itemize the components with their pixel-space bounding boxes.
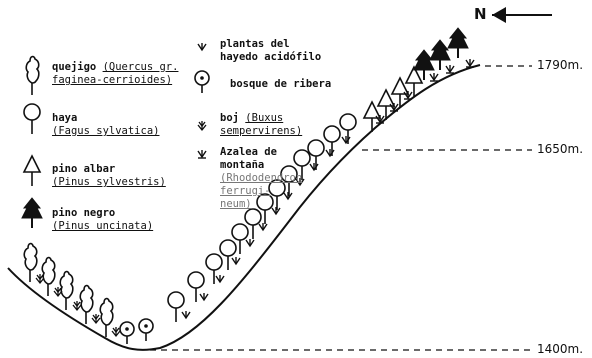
legend-azalea-icon [197, 149, 207, 159]
legend-ribera: bosque de ribera [230, 78, 331, 91]
hayedo-plant [231, 256, 241, 265]
altitude-label-1790: 1790m. [537, 58, 584, 72]
altitude-label-1400: 1400m. [537, 342, 584, 356]
legend-azalea-line-2: montaña [220, 159, 265, 171]
quejigo-tree [59, 270, 74, 311]
legend-haya: haya (Fagus sylvatica) [52, 112, 159, 138]
legend-boj-latin-2: sempervirens) [220, 125, 303, 137]
haya-tree [219, 239, 237, 271]
legend-pino-albar-icon [23, 155, 41, 187]
azalea-plants-upper [429, 58, 475, 82]
azalea-plant [403, 90, 413, 100]
legend-boj-latin-1: (Buxus [245, 112, 284, 124]
legend-boj: boj (Buxus sempervirens) [220, 112, 302, 138]
legend-pino-negro: pino negro (Pinus uncinata) [52, 207, 153, 233]
boj-shrub [91, 313, 101, 324]
quejigo-trees [23, 242, 114, 338]
ribera-tree [138, 318, 154, 342]
ribera-trees [119, 318, 154, 345]
legend-pino-negro-latin: (Pinus uncinata) [52, 220, 154, 232]
legend-haya-icon [23, 103, 41, 135]
altitude-label-1650: 1650m. [537, 142, 584, 156]
legend-azalea-latin-2: ferrugi- [220, 185, 271, 197]
legend-quejigo-latin-1: (Quercus gr. [102, 61, 179, 73]
legend-azalea-latin-3: neum) [220, 198, 252, 210]
legend-ribera-icon [194, 70, 210, 94]
legend-azalea-latin-1: (Rhododendron [220, 172, 303, 184]
legend-azalea: Azalea de montaña (Rhododendron ferrugi-… [220, 146, 302, 211]
north-label: N [474, 5, 487, 23]
legend-boj-icon [197, 120, 207, 131]
quejigo-tree [23, 242, 38, 283]
boj-shrub [35, 273, 45, 284]
ribera-tree [119, 321, 135, 345]
haya-tree [167, 291, 185, 323]
pino-albar-trees [363, 66, 423, 133]
legend-hayedo-line-1: plantas del [220, 38, 290, 50]
boj-shrub [111, 326, 121, 337]
azalea-plant [445, 64, 455, 74]
legend-pino-albar-name: pino albar [52, 163, 116, 175]
pino-negro-tree [447, 27, 469, 59]
legend-pino-negro-name: pino negro [52, 207, 116, 219]
hayedo-plant [258, 222, 268, 231]
hayedo-plant [181, 310, 191, 319]
azalea-plant [429, 72, 439, 82]
legend-pino-negro-icon [21, 197, 43, 229]
quejigo-tree [41, 256, 56, 297]
legend-ribera-label: bosque de ribera [230, 78, 332, 90]
quejigo-tree [79, 284, 94, 325]
legend-hayedo-line-2: hayedo acidófilo [220, 51, 322, 63]
legend-quejigo-name: quejigo [52, 61, 97, 73]
azalea-plant [465, 58, 475, 68]
terrain-profile [7, 64, 481, 351]
pino-negro-tree [429, 39, 451, 71]
legend-haya-name: haya [52, 112, 78, 124]
legend-boj-name: boj [220, 112, 239, 124]
legend-pino-albar: pino albar (Pinus sylvestris) [52, 163, 166, 189]
hayedo-plant [245, 238, 255, 247]
north-arrow-icon [492, 7, 552, 23]
quejigo-tree [99, 297, 114, 338]
haya-tree [231, 223, 249, 255]
legend-pino-albar-latin: (Pinus sylvestris) [52, 176, 166, 188]
legend-haya-latin: (Fagus sylvatica) [52, 125, 160, 137]
hayedo-plant [215, 274, 225, 283]
azalea-plants [375, 90, 413, 124]
hayedo-plant [199, 292, 209, 301]
legend-quejigo-latin-2: faginea-cerrioides) [52, 74, 173, 86]
legend-hayedo: plantas del hayedo acidófilo [220, 38, 321, 64]
boj-shrub [72, 300, 82, 311]
legend-hayedo-icon [197, 42, 207, 51]
legend-azalea-line-1: Azalea de [220, 146, 277, 158]
legend-quejigo-icon [25, 55, 40, 96]
boj-shrub [53, 286, 63, 297]
legend-quejigo: quejigo (Quercus gr. faginea-cerrioides) [52, 61, 178, 87]
